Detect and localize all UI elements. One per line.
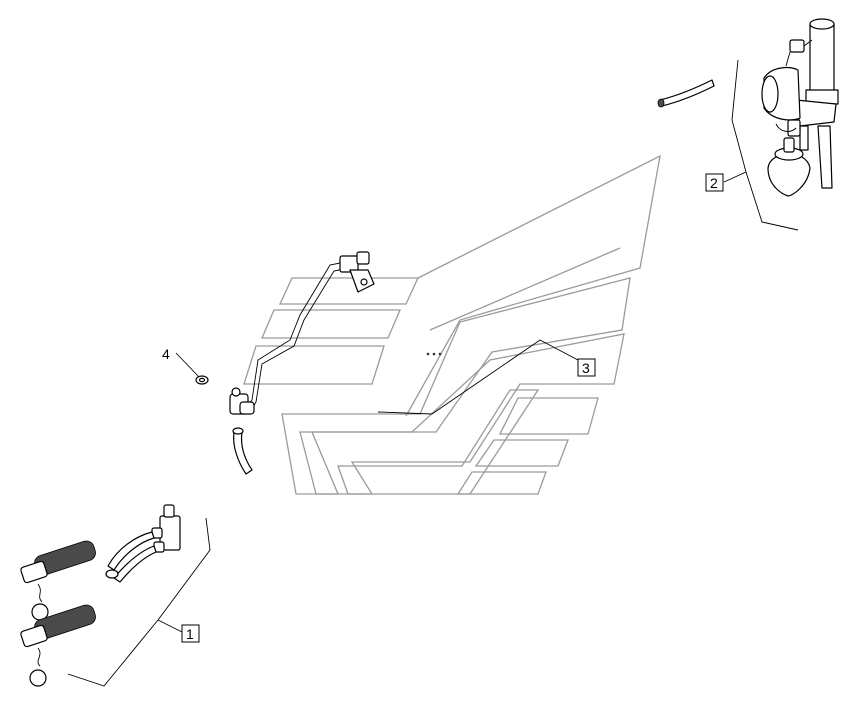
short-hose (233, 431, 253, 475)
bracket-hole (360, 278, 368, 286)
valve-hose-mid (775, 123, 797, 132)
reservoir-face (761, 75, 779, 113)
leader-1-box (157, 619, 183, 633)
callout-3-box (577, 358, 596, 377)
bulb-neck (783, 137, 795, 153)
short-hose-end (232, 427, 244, 435)
ghost-dot (426, 352, 430, 356)
callout-3-group: 3 (431, 339, 596, 415)
ghost-panel-top-2 (261, 309, 401, 339)
coupler-hose-end (105, 569, 119, 579)
coupler-body-2 (20, 624, 48, 648)
valve-fitting-mid (787, 119, 801, 137)
ghost-panel-low-1 (498, 397, 599, 435)
pipe-bottom-port (231, 387, 241, 397)
coupler-cap-2 (29, 669, 47, 687)
leader-3 (431, 339, 579, 415)
bracket-leg-2 (799, 125, 809, 151)
pipe-line-b (249, 267, 349, 413)
bracket-leg (817, 125, 833, 189)
ghost-wing-line (429, 247, 621, 331)
leader-3-tip (377, 411, 433, 415)
ghost-panel-top-1 (278, 277, 420, 305)
callout-4-label[interactable]: 4 (162, 346, 170, 362)
coupler-body-1 (20, 560, 48, 584)
pipe-line-a (245, 261, 346, 409)
pipe-bottom-nut (239, 401, 255, 415)
loose-hose (659, 79, 715, 107)
callout-2-box (705, 173, 724, 192)
ghost-wing-outer (405, 154, 661, 417)
callout-1-label[interactable]: 1 (186, 626, 194, 642)
callout-2-group: 2 (657, 18, 839, 231)
callout-2-label[interactable]: 2 (710, 175, 718, 191)
ghost-panel-top-3 (243, 345, 385, 385)
pipe-top-nut (356, 251, 370, 265)
valve-hose-top (785, 39, 813, 67)
leader-4 (175, 352, 201, 379)
ghost-panel-low-2 (474, 439, 569, 467)
callout-1-group: 1 (20, 504, 211, 687)
hydraulic-pipe-assembly (229, 251, 375, 475)
ghost-dot (438, 352, 442, 356)
cylinder-cap (809, 18, 835, 30)
coupler-hose-b (113, 545, 157, 583)
valve-fitting-top (789, 39, 805, 53)
valve-block-port-top (163, 504, 175, 518)
mount-bracket (795, 99, 837, 127)
ghost-dot (432, 352, 436, 356)
leader-2-lower (745, 171, 799, 231)
leader-2 (723, 59, 747, 183)
coupler-chain-2 (37, 647, 41, 667)
washer-hole (198, 377, 206, 383)
callout-3-label[interactable]: 3 (582, 360, 590, 376)
cab-ghost-outline (243, 154, 661, 495)
ghost-frame-bottom (337, 389, 540, 495)
ghost-panel-low-3 (456, 471, 547, 495)
loose-hose-end (657, 98, 665, 108)
callout-1-box (181, 624, 200, 643)
coupler-chain-1 (37, 583, 43, 603)
callout-4-group: 4 (162, 346, 209, 385)
